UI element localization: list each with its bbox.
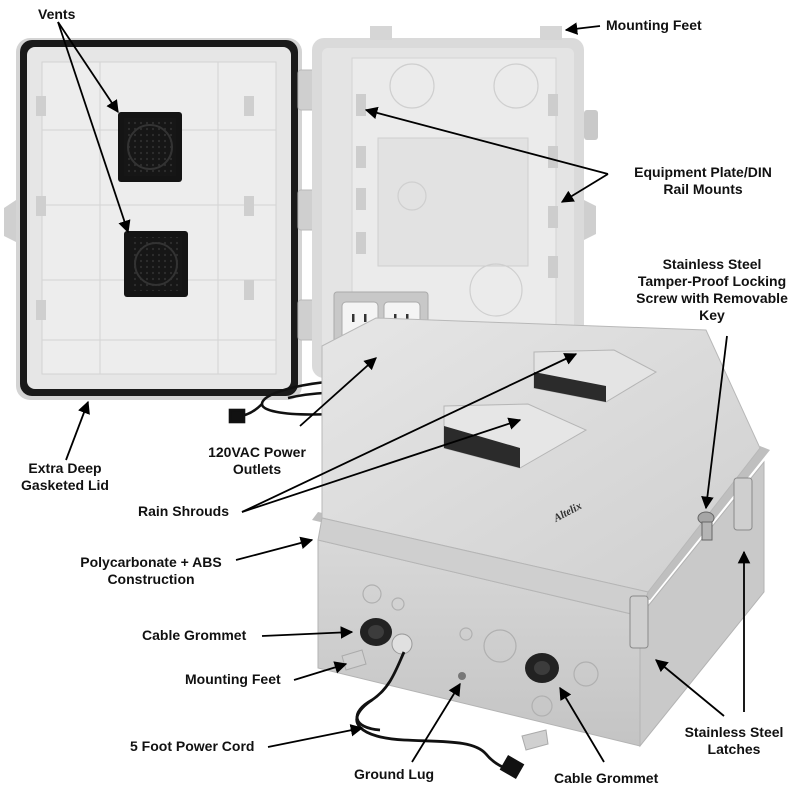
locking-screw-key <box>697 511 715 541</box>
label-gasketed-lid: Extra Deep Gasketed Lid <box>21 460 109 493</box>
label-cable-grommet-right: Cable Grommet <box>554 770 659 786</box>
label-outlets: 120VAC Power Outlets <box>208 444 306 477</box>
leader-arrows <box>57 21 751 763</box>
label-mounting-feet-bottom: Mounting Feet <box>185 671 281 687</box>
label-equipment-plate: Equipment Plate/DIN Rail Mounts <box>634 164 772 197</box>
label-construction: Polycarbonate + ABS Construction <box>80 554 222 587</box>
label-rain-shrouds: Rain Shrouds <box>138 503 230 519</box>
label-power-cord: 5 Foot Power Cord <box>130 738 255 754</box>
hinges <box>297 69 317 341</box>
label-ground-lug: Ground Lug <box>354 766 435 782</box>
ground-lug <box>458 672 466 680</box>
latches <box>629 477 753 649</box>
open-lid <box>4 38 302 400</box>
label-latches: Stainless Steel Latches <box>684 724 784 757</box>
closed-enclosure: Altelix <box>312 317 770 751</box>
vent-fan-bottom <box>124 231 188 297</box>
vent-fan-top <box>118 112 182 182</box>
rain-shroud-front <box>443 403 588 469</box>
label-vents: Vents <box>38 6 76 22</box>
label-cable-grommet-left: Cable Grommet <box>142 627 247 643</box>
label-locking-screw: Stainless Steel Tamper-Proof Locking Scr… <box>636 256 788 323</box>
main-power-cord <box>355 651 525 779</box>
cable-grommet-left <box>360 618 392 646</box>
label-mounting-feet-top: Mounting Feet <box>606 17 702 33</box>
cable-grommet-right <box>525 653 559 683</box>
